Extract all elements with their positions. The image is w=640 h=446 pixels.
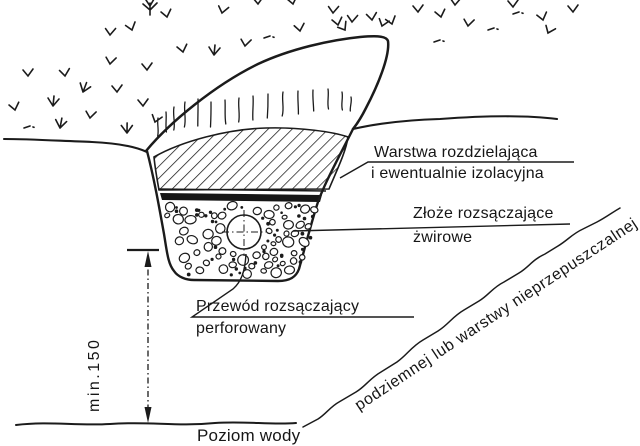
ground-line-right [351, 115, 559, 131]
insulation-band [160, 193, 322, 202]
leader-pipe [189, 253, 414, 318]
label-separating-layer: Warstwa rozdzielająca i ewentualnie izol… [371, 144, 544, 183]
leader-separating-layer [339, 161, 574, 179]
dimension-min-150-text: min.150 [86, 337, 103, 412]
label-water-level: Poziom wody [197, 426, 301, 445]
separating-layer-hatch [153, 127, 349, 191]
label-gravel-bed-line2: żwirowe [413, 229, 473, 246]
water-level-line [15, 421, 297, 426]
label-gravel-bed-line1: Złoże rozsączające [413, 205, 554, 222]
label-pipe-line1: Przewód rozsączający [196, 298, 360, 315]
dimension-line [127, 248, 159, 423]
gravel-fill [164, 200, 319, 279]
mound-grass-strokes [157, 88, 352, 137]
leader-gravel-bed [292, 223, 571, 232]
trench-outline [145, 127, 355, 283]
ground-line-left [2, 137, 149, 154]
mound-outline [144, 34, 390, 153]
label-separating-layer-line2: i ewentualnie izolacyjna [371, 165, 544, 182]
label-pipe-line2: perforowany [196, 320, 287, 337]
impermeable-layer-line [302, 207, 621, 428]
grass-marks [8, 0, 579, 134]
label-separating-layer-line1: Warstwa rozdzielająca [374, 144, 538, 161]
separating-layer-bottom-line [157, 188, 327, 192]
